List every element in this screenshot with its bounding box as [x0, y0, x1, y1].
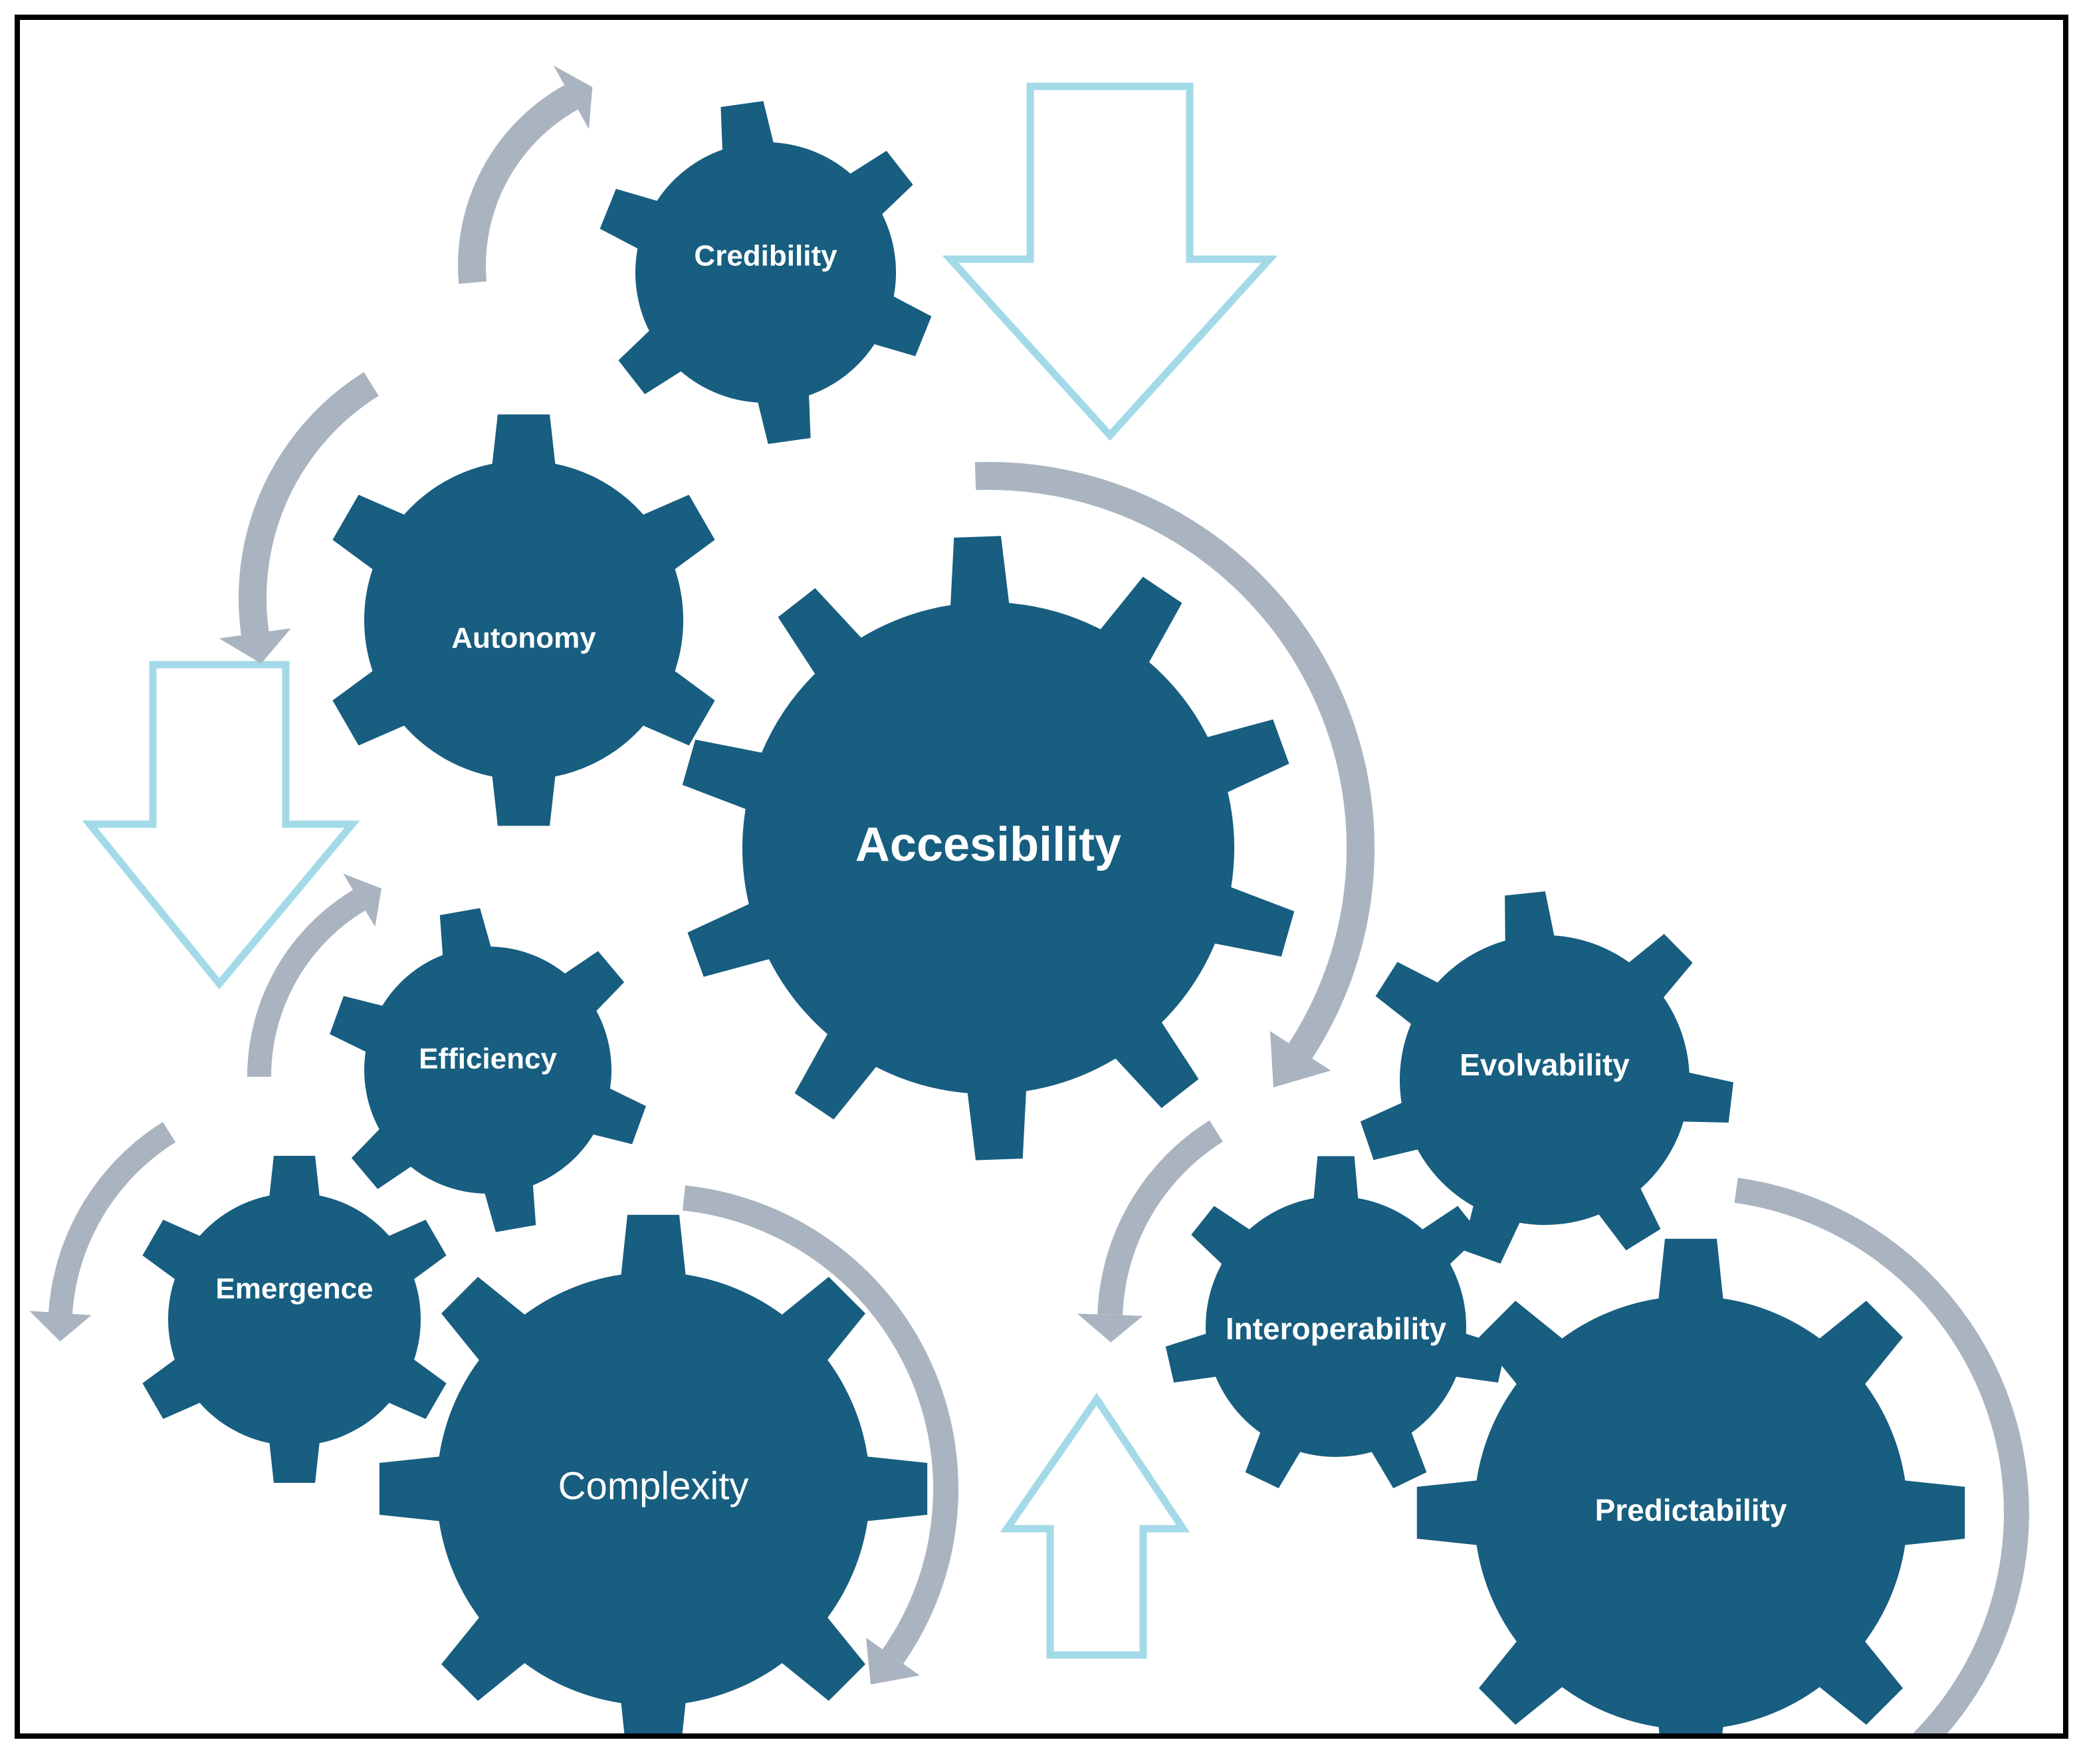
flow-arrow-left-down: [82, 661, 360, 990]
accesibility-label: Accesibility: [855, 818, 1121, 871]
credibility-label: Credibility: [694, 240, 837, 273]
evolvability-gear: [1360, 891, 1733, 1264]
complexity-gear: [379, 1214, 928, 1733]
cycle-arrow-autonomy: [219, 372, 379, 664]
complexity-label: Complexity: [558, 1464, 749, 1507]
cycle-arrow-predictability: [1734, 1177, 2029, 1733]
gear-labels: Credibility Autonomy Accesibility Effici…: [215, 240, 1787, 1528]
efficiency-gear: [330, 908, 646, 1232]
flow-arrow-bottom-up: [1000, 1392, 1190, 1659]
accesibility-gear: [682, 536, 1295, 1160]
predictability-label: Predictability: [1595, 1493, 1787, 1527]
gears: [142, 101, 1965, 1733]
interoperability-gear: [1165, 1156, 1507, 1489]
evolvability-label: Evolvability: [1460, 1047, 1630, 1082]
autonomy-label: Autonomy: [451, 622, 596, 655]
cycle-arrow-accesibility: [974, 461, 1375, 1087]
cycle-arrow-credibility: [458, 65, 593, 284]
predictability-gear: [1416, 1238, 1965, 1733]
flow-arrow-top-down: [942, 82, 1278, 441]
interoperability-label: Interoperability: [1226, 1311, 1447, 1346]
efficiency-label: Efficiency: [419, 1043, 557, 1075]
cycle-arrow-efficiency: [247, 873, 382, 1077]
cycle-arrow-complexity: [682, 1185, 958, 1685]
emergence-label: Emergence: [215, 1273, 373, 1305]
flow-arrows: [82, 82, 1278, 1659]
emergence-gear: [142, 1156, 447, 1483]
cycle-arrow-emergence: [29, 1121, 176, 1342]
autonomy-gear: [332, 414, 715, 826]
credibility-gear: [600, 101, 932, 444]
cycle-arrow-interop: [1077, 1120, 1223, 1343]
cycle-arrows: [29, 65, 2029, 1733]
